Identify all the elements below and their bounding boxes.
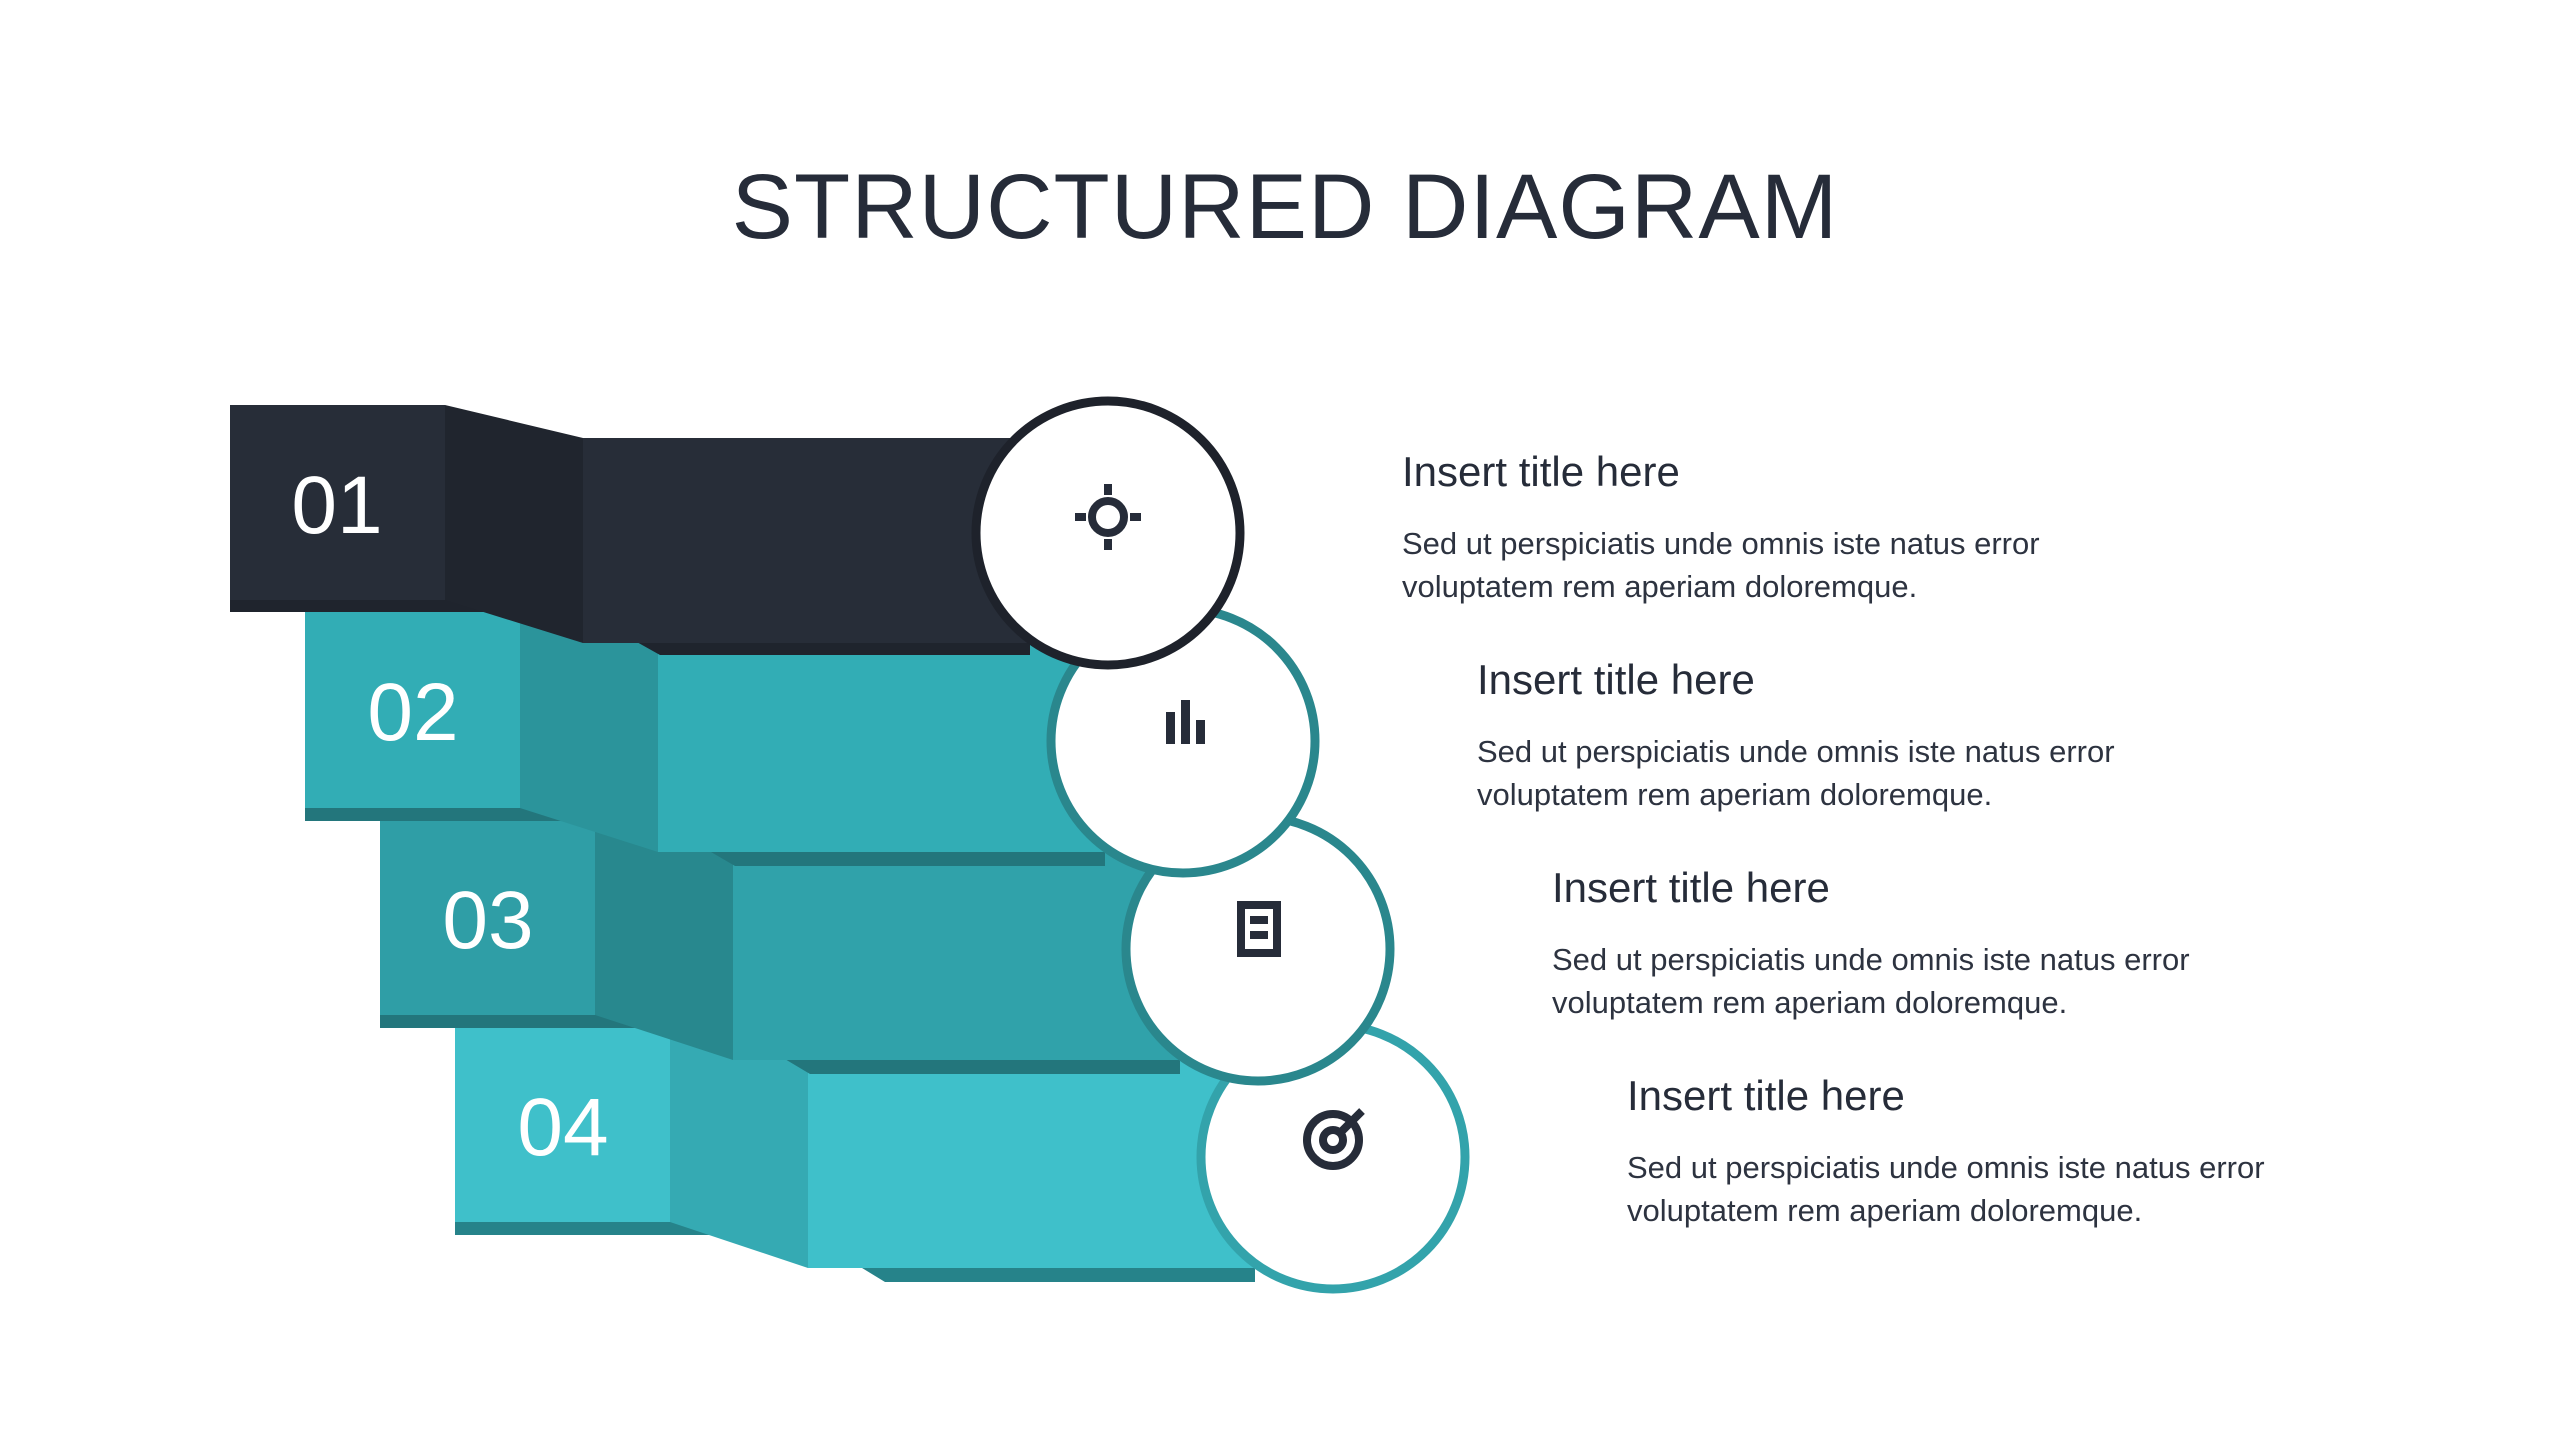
step-4-number: 04 — [517, 1082, 608, 1173]
step-1-front-bar — [583, 438, 1030, 643]
step-3-description: Sed ut perspiciatis unde omnis iste natu… — [1552, 942, 2190, 1020]
step-2-description: Sed ut perspiciatis unde omnis iste natu… — [1477, 734, 2115, 812]
step-4-slope — [670, 1025, 808, 1268]
step-3-title: Insert title here — [1552, 864, 1830, 911]
step-2-number-block — [305, 611, 520, 808]
step-2-text: Insert title here Sed ut perspiciatis un… — [1477, 656, 2377, 816]
chart-icon — [1166, 700, 1205, 744]
step-4-number-block — [455, 1025, 670, 1222]
step-4-text: Insert title here Sed ut perspiciatis un… — [1627, 1072, 2527, 1232]
step-1: 01 — [230, 396, 1245, 670]
step-4-description: Sed ut perspiciatis unde omnis iste natu… — [1627, 1150, 2265, 1228]
step-2-slope — [520, 611, 658, 852]
step-1-slope — [445, 405, 583, 643]
step-3-slope — [595, 818, 733, 1060]
target-icon — [1303, 1108, 1365, 1170]
step-1-text: Insert title here Sed ut perspiciatis un… — [1402, 448, 2302, 608]
step-2: 02 — [305, 604, 1320, 878]
step-2-number: 02 — [367, 667, 458, 758]
step-1-description: Sed ut perspiciatis unde omnis iste natu… — [1402, 526, 2040, 604]
page-title: STRUCTURED DIAGRAM — [731, 156, 1839, 258]
document-icon — [1237, 901, 1281, 957]
step-3: 03 — [380, 812, 1395, 1086]
step-4: 04 — [455, 1020, 1470, 1294]
step-3-front-bar — [733, 850, 1180, 1060]
gear-icon — [1075, 484, 1141, 550]
step-4-title: Insert title here — [1627, 1072, 1905, 1119]
step-3-number-block — [380, 818, 595, 1015]
step-2-title: Insert title here — [1477, 656, 1755, 703]
step-3-number: 03 — [442, 875, 533, 966]
step-1-number-block — [230, 405, 445, 600]
step-3-text: Insert title here Sed ut perspiciatis un… — [1552, 864, 2452, 1024]
step-1-number: 01 — [291, 460, 382, 551]
step-2-front-bar — [658, 643, 1105, 852]
step-1-title: Insert title here — [1402, 448, 1680, 495]
step-4-front-bar — [808, 1058, 1255, 1268]
